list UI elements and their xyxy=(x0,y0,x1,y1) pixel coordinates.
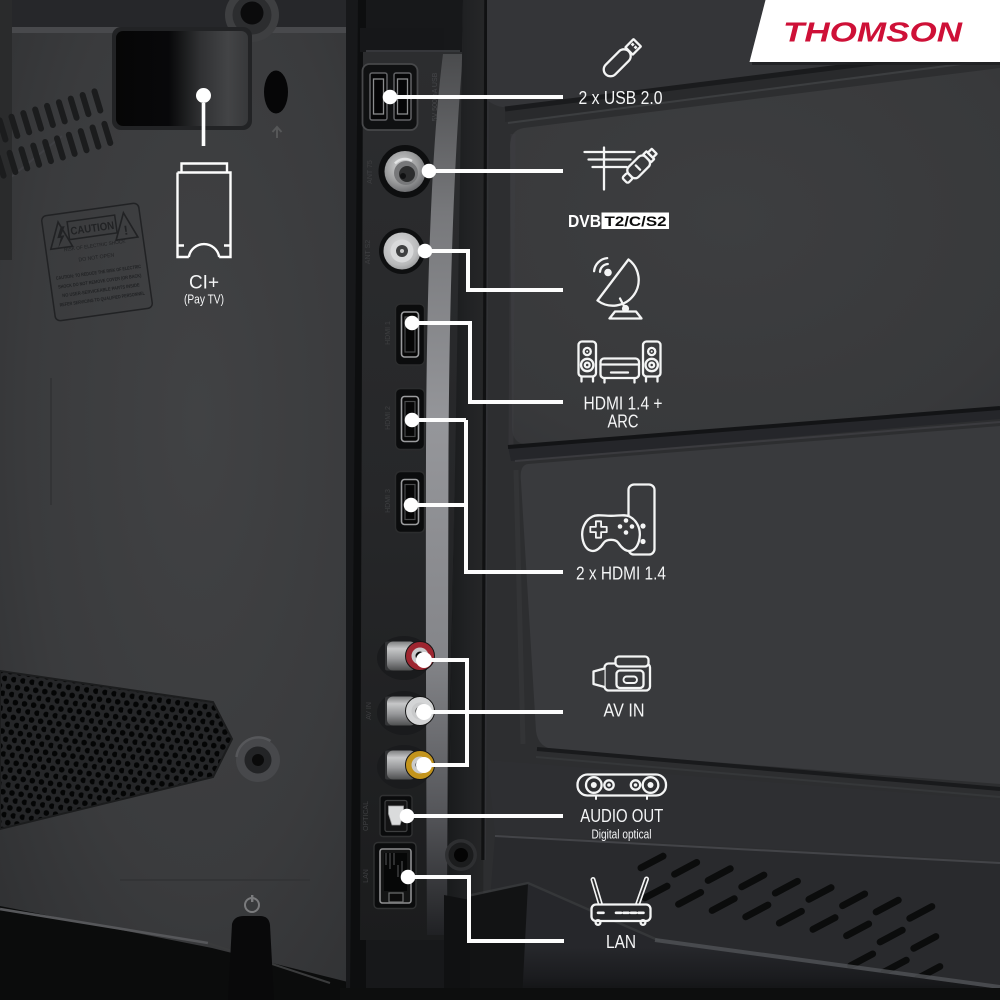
svg-text:AV IN: AV IN xyxy=(604,701,645,721)
svg-text:T2/C/S2: T2/C/S2 xyxy=(605,214,667,229)
svg-text:THOMSON: THOMSON xyxy=(783,17,963,48)
svg-text:LAN: LAN xyxy=(606,932,636,952)
svg-text:AV IN: AV IN xyxy=(366,702,373,720)
svg-text:CI+: CI+ xyxy=(189,272,219,294)
svg-text:HDMI 2: HDMI 2 xyxy=(385,406,392,430)
svg-text:LAN: LAN xyxy=(363,869,370,883)
svg-text:(Pay TV): (Pay TV) xyxy=(184,292,224,307)
svg-text:Digital optical: Digital optical xyxy=(592,828,652,842)
svg-text:AUDIO OUT: AUDIO OUT xyxy=(580,806,663,826)
svg-text:ANT S2: ANT S2 xyxy=(365,240,372,264)
svg-text:HDMI 1.4 +: HDMI 1.4 + xyxy=(584,394,663,414)
svg-text:ANT 75: ANT 75 xyxy=(367,160,374,184)
svg-text:HDMI 1: HDMI 1 xyxy=(385,321,392,345)
svg-text:HDMI 3: HDMI 3 xyxy=(385,489,392,513)
svg-text:2 x HDMI 1.4: 2 x HDMI 1.4 xyxy=(576,564,666,584)
svg-text:DVB: DVB xyxy=(568,211,601,231)
svg-text:2 x USB 2.0: 2 x USB 2.0 xyxy=(579,88,663,108)
svg-text:DO NOT OPEN: DO NOT OPEN xyxy=(78,253,115,264)
svg-text:OPTICAL: OPTICAL xyxy=(363,801,370,831)
svg-text:ARC: ARC xyxy=(608,412,639,432)
svg-text:!: ! xyxy=(123,222,129,237)
